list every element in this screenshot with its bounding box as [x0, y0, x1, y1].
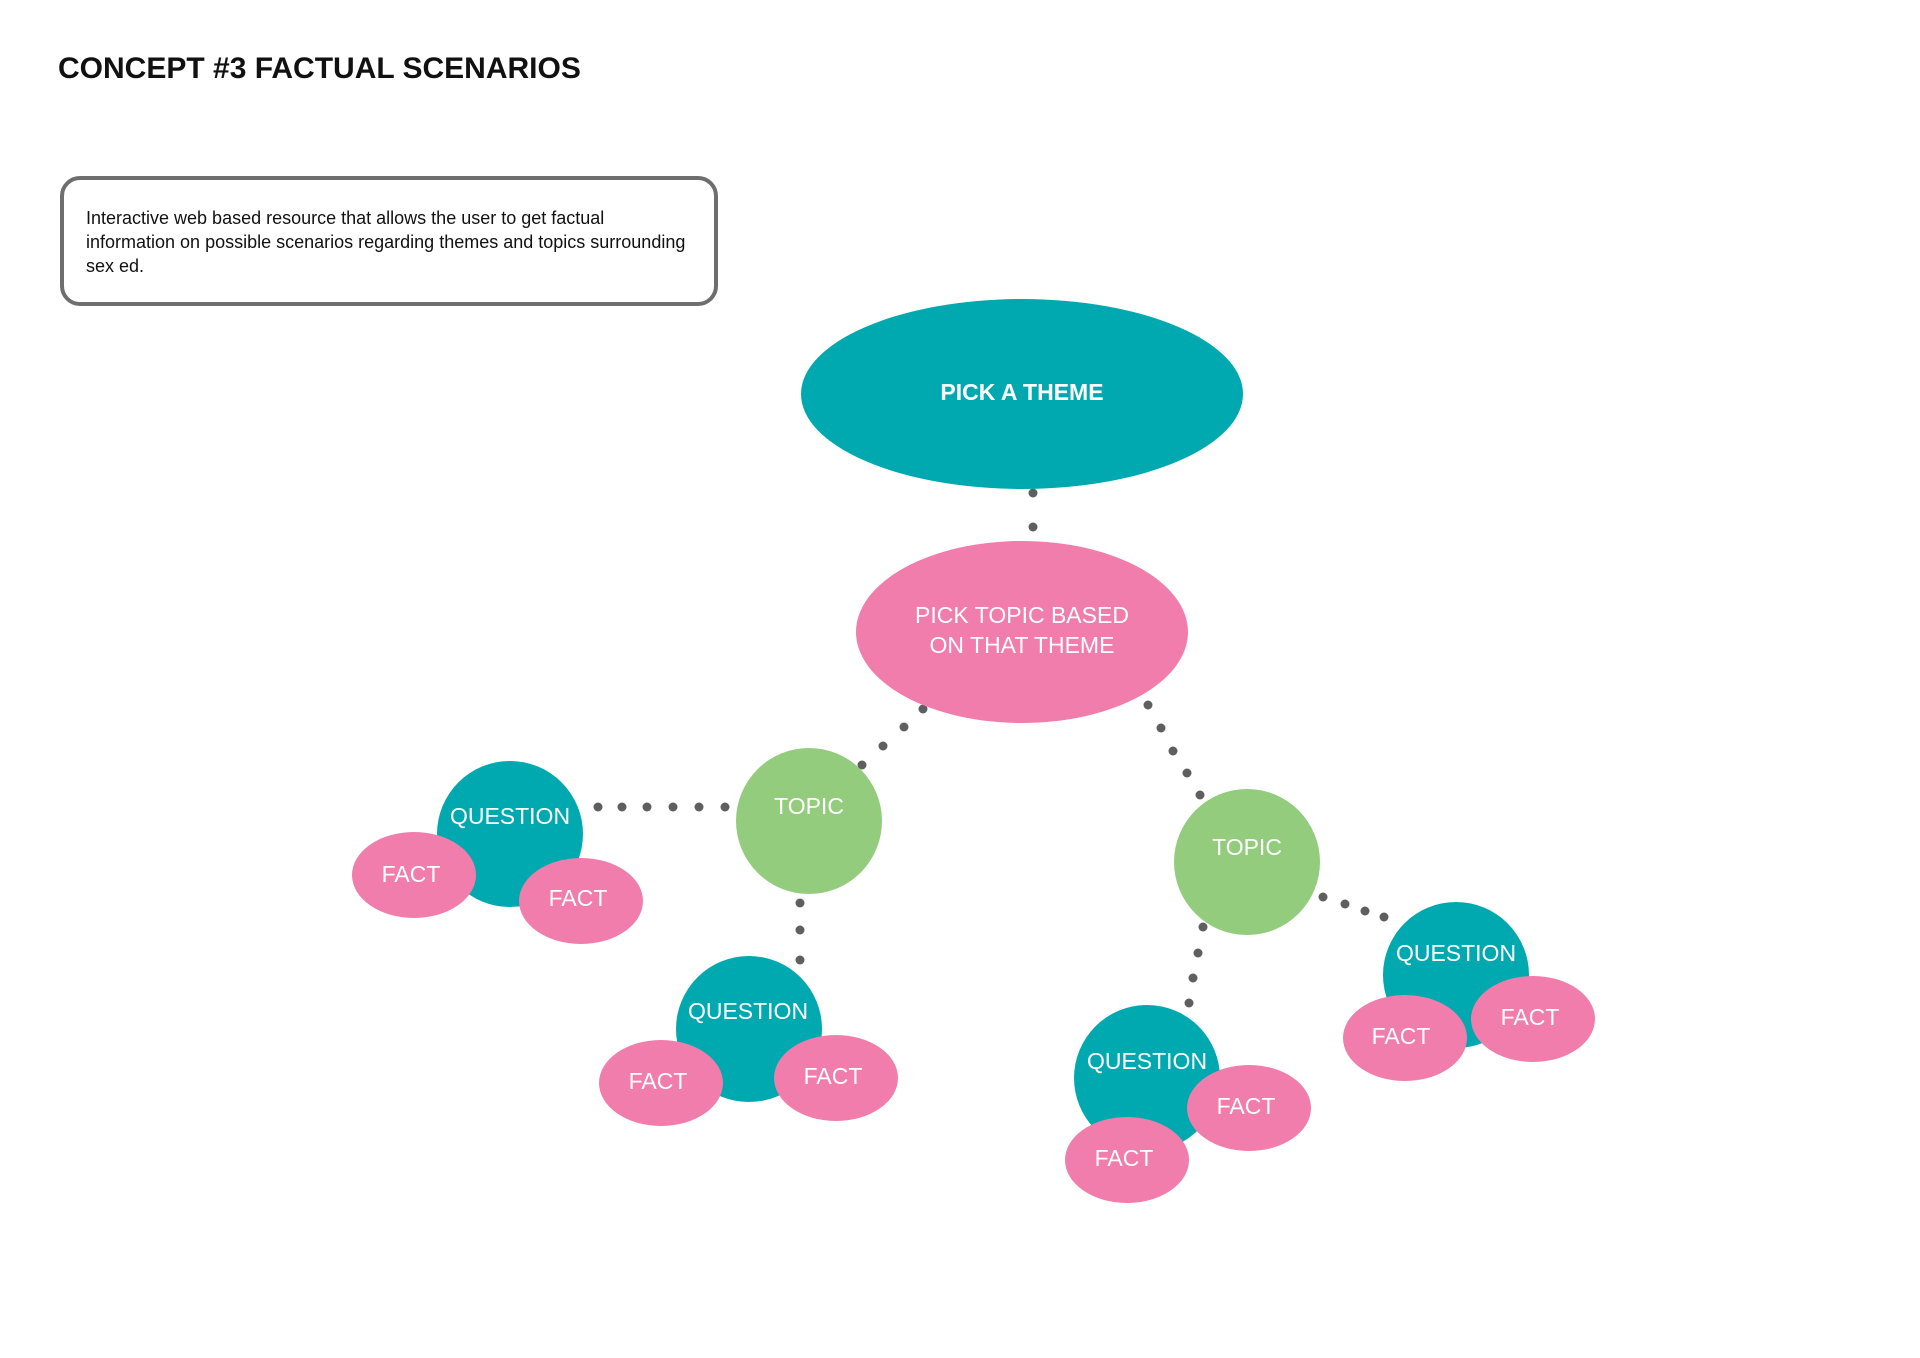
topic-picker-label-line-2: ON THAT THEME — [930, 632, 1115, 658]
description-text: Interactive web based resource that allo… — [86, 208, 686, 276]
question-3-label: QUESTION — [1087, 1048, 1207, 1074]
question-2-label: QUESTION — [688, 998, 808, 1024]
connector-picker-to-topic-left — [857, 704, 928, 770]
connector-topic-right-to-question-4 — [1318, 892, 1389, 922]
question-cluster-1: QUESTION FACT FACT — [352, 761, 643, 944]
connector-topic-right-to-question-3 — [1184, 922, 1208, 1008]
topic-picker-node: PICK TOPIC BASED ON THAT THEME — [856, 541, 1188, 723]
question-4-label: QUESTION — [1396, 940, 1516, 966]
topic-node-right: TOPIC — [1174, 789, 1320, 935]
fact-1b-label: FACT — [549, 885, 608, 911]
fact-3b-label: FACT — [1095, 1145, 1154, 1171]
topic-node-right-label: TOPIC — [1212, 834, 1282, 860]
connector-topic-left-to-question-2 — [795, 898, 805, 965]
fact-3a — [1187, 1065, 1311, 1151]
theme-node-label: PICK A THEME — [940, 379, 1103, 405]
topic-node-left-label: TOPIC — [774, 793, 844, 819]
topic-node-left: TOPIC — [736, 748, 882, 894]
question-1-label: QUESTION — [450, 803, 570, 829]
connector-topic-left-to-question-1 — [593, 802, 730, 812]
fact-3a-label: FACT — [1217, 1093, 1276, 1119]
question-cluster-4: QUESTION FACT FACT — [1343, 902, 1595, 1081]
fact-4a — [1343, 995, 1467, 1081]
fact-2b-label: FACT — [804, 1063, 863, 1089]
fact-4a-label: FACT — [1372, 1023, 1431, 1049]
fact-1a — [352, 832, 476, 918]
connector-picker-to-topic-right — [1143, 700, 1205, 800]
fact-1a-label: FACT — [382, 861, 441, 887]
fact-4b — [1471, 976, 1595, 1062]
fact-3b — [1065, 1117, 1189, 1203]
fact-2b — [774, 1035, 898, 1121]
connector-theme-to-topic-picker — [1028, 488, 1038, 532]
description-box: Interactive web based resource that allo… — [60, 176, 718, 306]
fact-2a — [599, 1040, 723, 1126]
question-cluster-2: QUESTION FACT FACT — [599, 956, 898, 1126]
question-cluster-3: QUESTION FACT FACT — [1065, 1005, 1311, 1203]
topic-picker-label-line-1: PICK TOPIC BASED — [915, 602, 1129, 628]
fact-2a-label: FACT — [629, 1068, 688, 1094]
theme-node: PICK A THEME — [801, 299, 1243, 489]
page-title: CONCEPT #3 FACTUAL SCENARIOS — [58, 52, 581, 85]
fact-1b — [519, 858, 643, 944]
fact-4b-label: FACT — [1501, 1004, 1560, 1030]
connectors — [593, 488, 1389, 1008]
